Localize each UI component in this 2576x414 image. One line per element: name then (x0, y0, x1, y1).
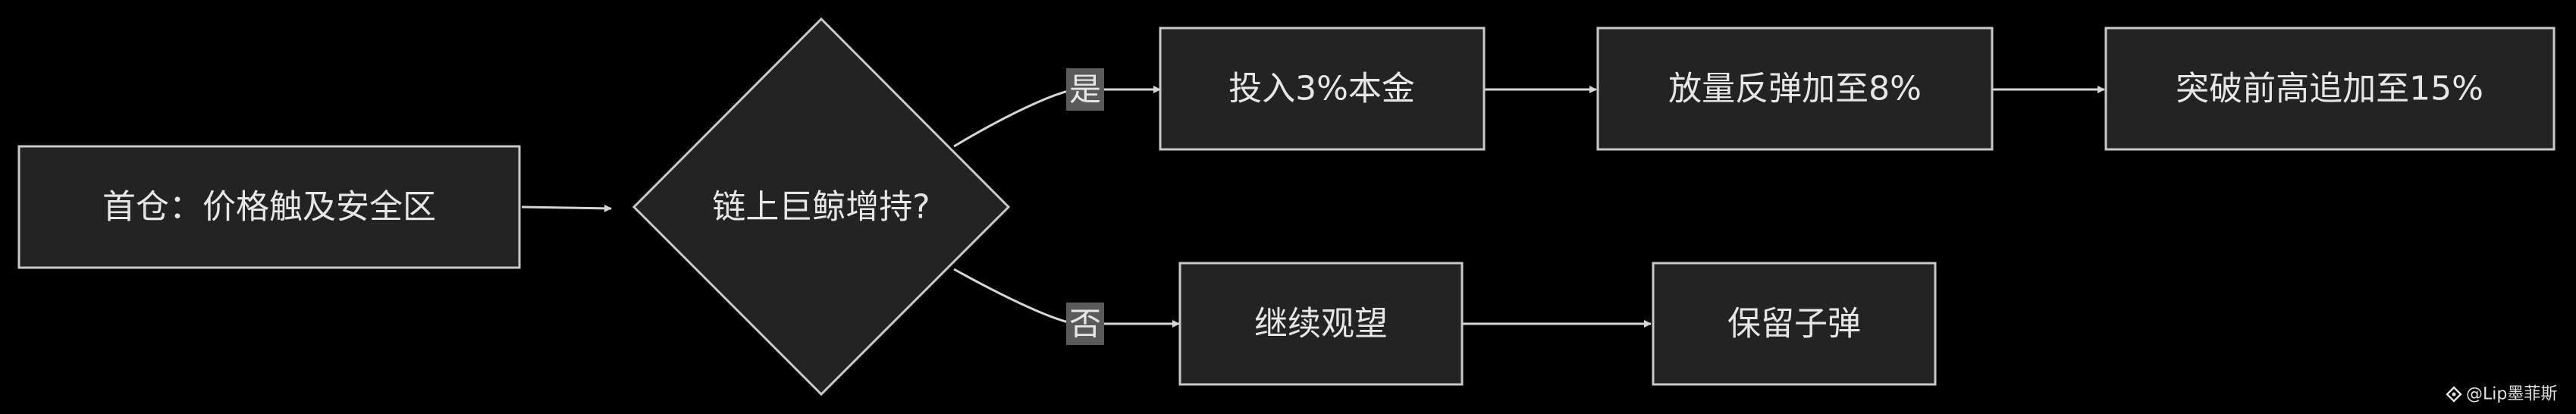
node-wait-text: 继续观望 (1254, 305, 1388, 343)
node-start-text: 首仓：价格触及安全区 (102, 188, 436, 227)
watermark-text: @Lip墨菲斯 (2466, 385, 2557, 404)
watermark: @Lip墨菲斯 (2446, 385, 2557, 404)
node-wait: 继续观望 (1178, 262, 1464, 386)
node-invest-text: 投入3%本金 (1228, 70, 1415, 108)
edge-decision-no (953, 268, 1151, 325)
edge-start-to-decision (521, 204, 612, 212)
watermark-logo-icon (2446, 386, 2462, 403)
node-keep: 保留子弹 (1652, 262, 1937, 386)
node-rebound-text: 放量反弹加至8% (1668, 70, 1922, 108)
node-start: 首仓：价格触及安全区 (17, 145, 521, 269)
node-rebound: 放量反弹加至8% (1596, 27, 1994, 151)
node-decision: 链上巨鲸增持? (632, 17, 1011, 397)
edge-decision-yes (953, 88, 1151, 148)
node-invest: 投入3%本金 (1159, 27, 1486, 151)
node-breakout-text: 突破前高追加至15% (2176, 70, 2483, 108)
node-breakout: 突破前高追加至15% (2104, 27, 2556, 151)
node-keep-text: 保留子弹 (1727, 305, 1861, 343)
edge-label-no-text: 否 (1069, 306, 1101, 343)
edge-label-no: 否 (1066, 303, 1104, 345)
node-decision-text: 链上巨鲸增持? (712, 188, 930, 227)
edge-label-yes: 是 (1066, 68, 1104, 111)
edge-label-yes-text: 是 (1069, 71, 1101, 108)
